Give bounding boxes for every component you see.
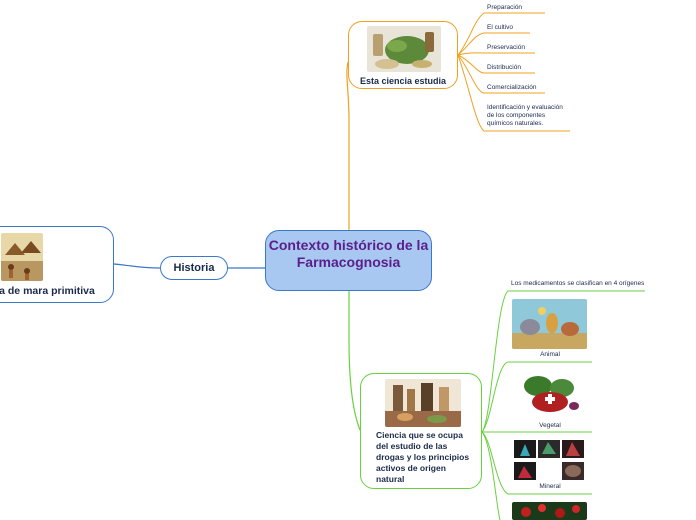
study-item[interactable]: El cultivo xyxy=(487,24,514,31)
mineral-image xyxy=(512,438,587,482)
historia-node[interactable]: Historia xyxy=(160,256,228,280)
animal-image xyxy=(512,299,587,349)
science-label: Ciencia que se ocupa del estudio de las … xyxy=(376,430,470,484)
origin-mineral[interactable]: Mineral xyxy=(539,483,561,490)
primitive-node[interactable]: a de mara primitiva xyxy=(0,226,114,303)
origin-vegetal[interactable]: Vegetal xyxy=(539,422,561,429)
study-item[interactable]: Comercialización xyxy=(487,84,537,91)
origins-title[interactable]: Los medicamentos se clasifican en 4 oríg… xyxy=(511,280,645,287)
historia-label: Historia xyxy=(173,262,215,274)
study-item[interactable]: Preservación xyxy=(487,44,525,51)
herbs-image xyxy=(367,26,441,72)
origin-animal[interactable]: Animal xyxy=(540,351,560,358)
central-topic-label: Contexto histórico de la Farmacognosia xyxy=(268,237,429,270)
central-topic[interactable]: Contexto histórico de la Farmacognosia xyxy=(265,230,432,291)
study-item[interactable]: Identificación y evaluación de los compo… xyxy=(487,104,563,127)
fourth-origin-image xyxy=(512,502,587,520)
primitive-village-image xyxy=(1,233,43,281)
study-item[interactable]: Preparación xyxy=(487,4,523,11)
vegetal-image xyxy=(512,368,587,418)
remedies-image xyxy=(385,379,461,427)
primitive-label: a de mara primitiva xyxy=(0,285,95,297)
study-item[interactable]: Distribución xyxy=(487,64,521,71)
science-node[interactable]: Ciencia que se ocupa del estudio de las … xyxy=(360,373,482,489)
study-label: Esta ciencia estudia xyxy=(359,76,447,86)
study-node[interactable]: Esta ciencia estudia xyxy=(348,21,458,89)
